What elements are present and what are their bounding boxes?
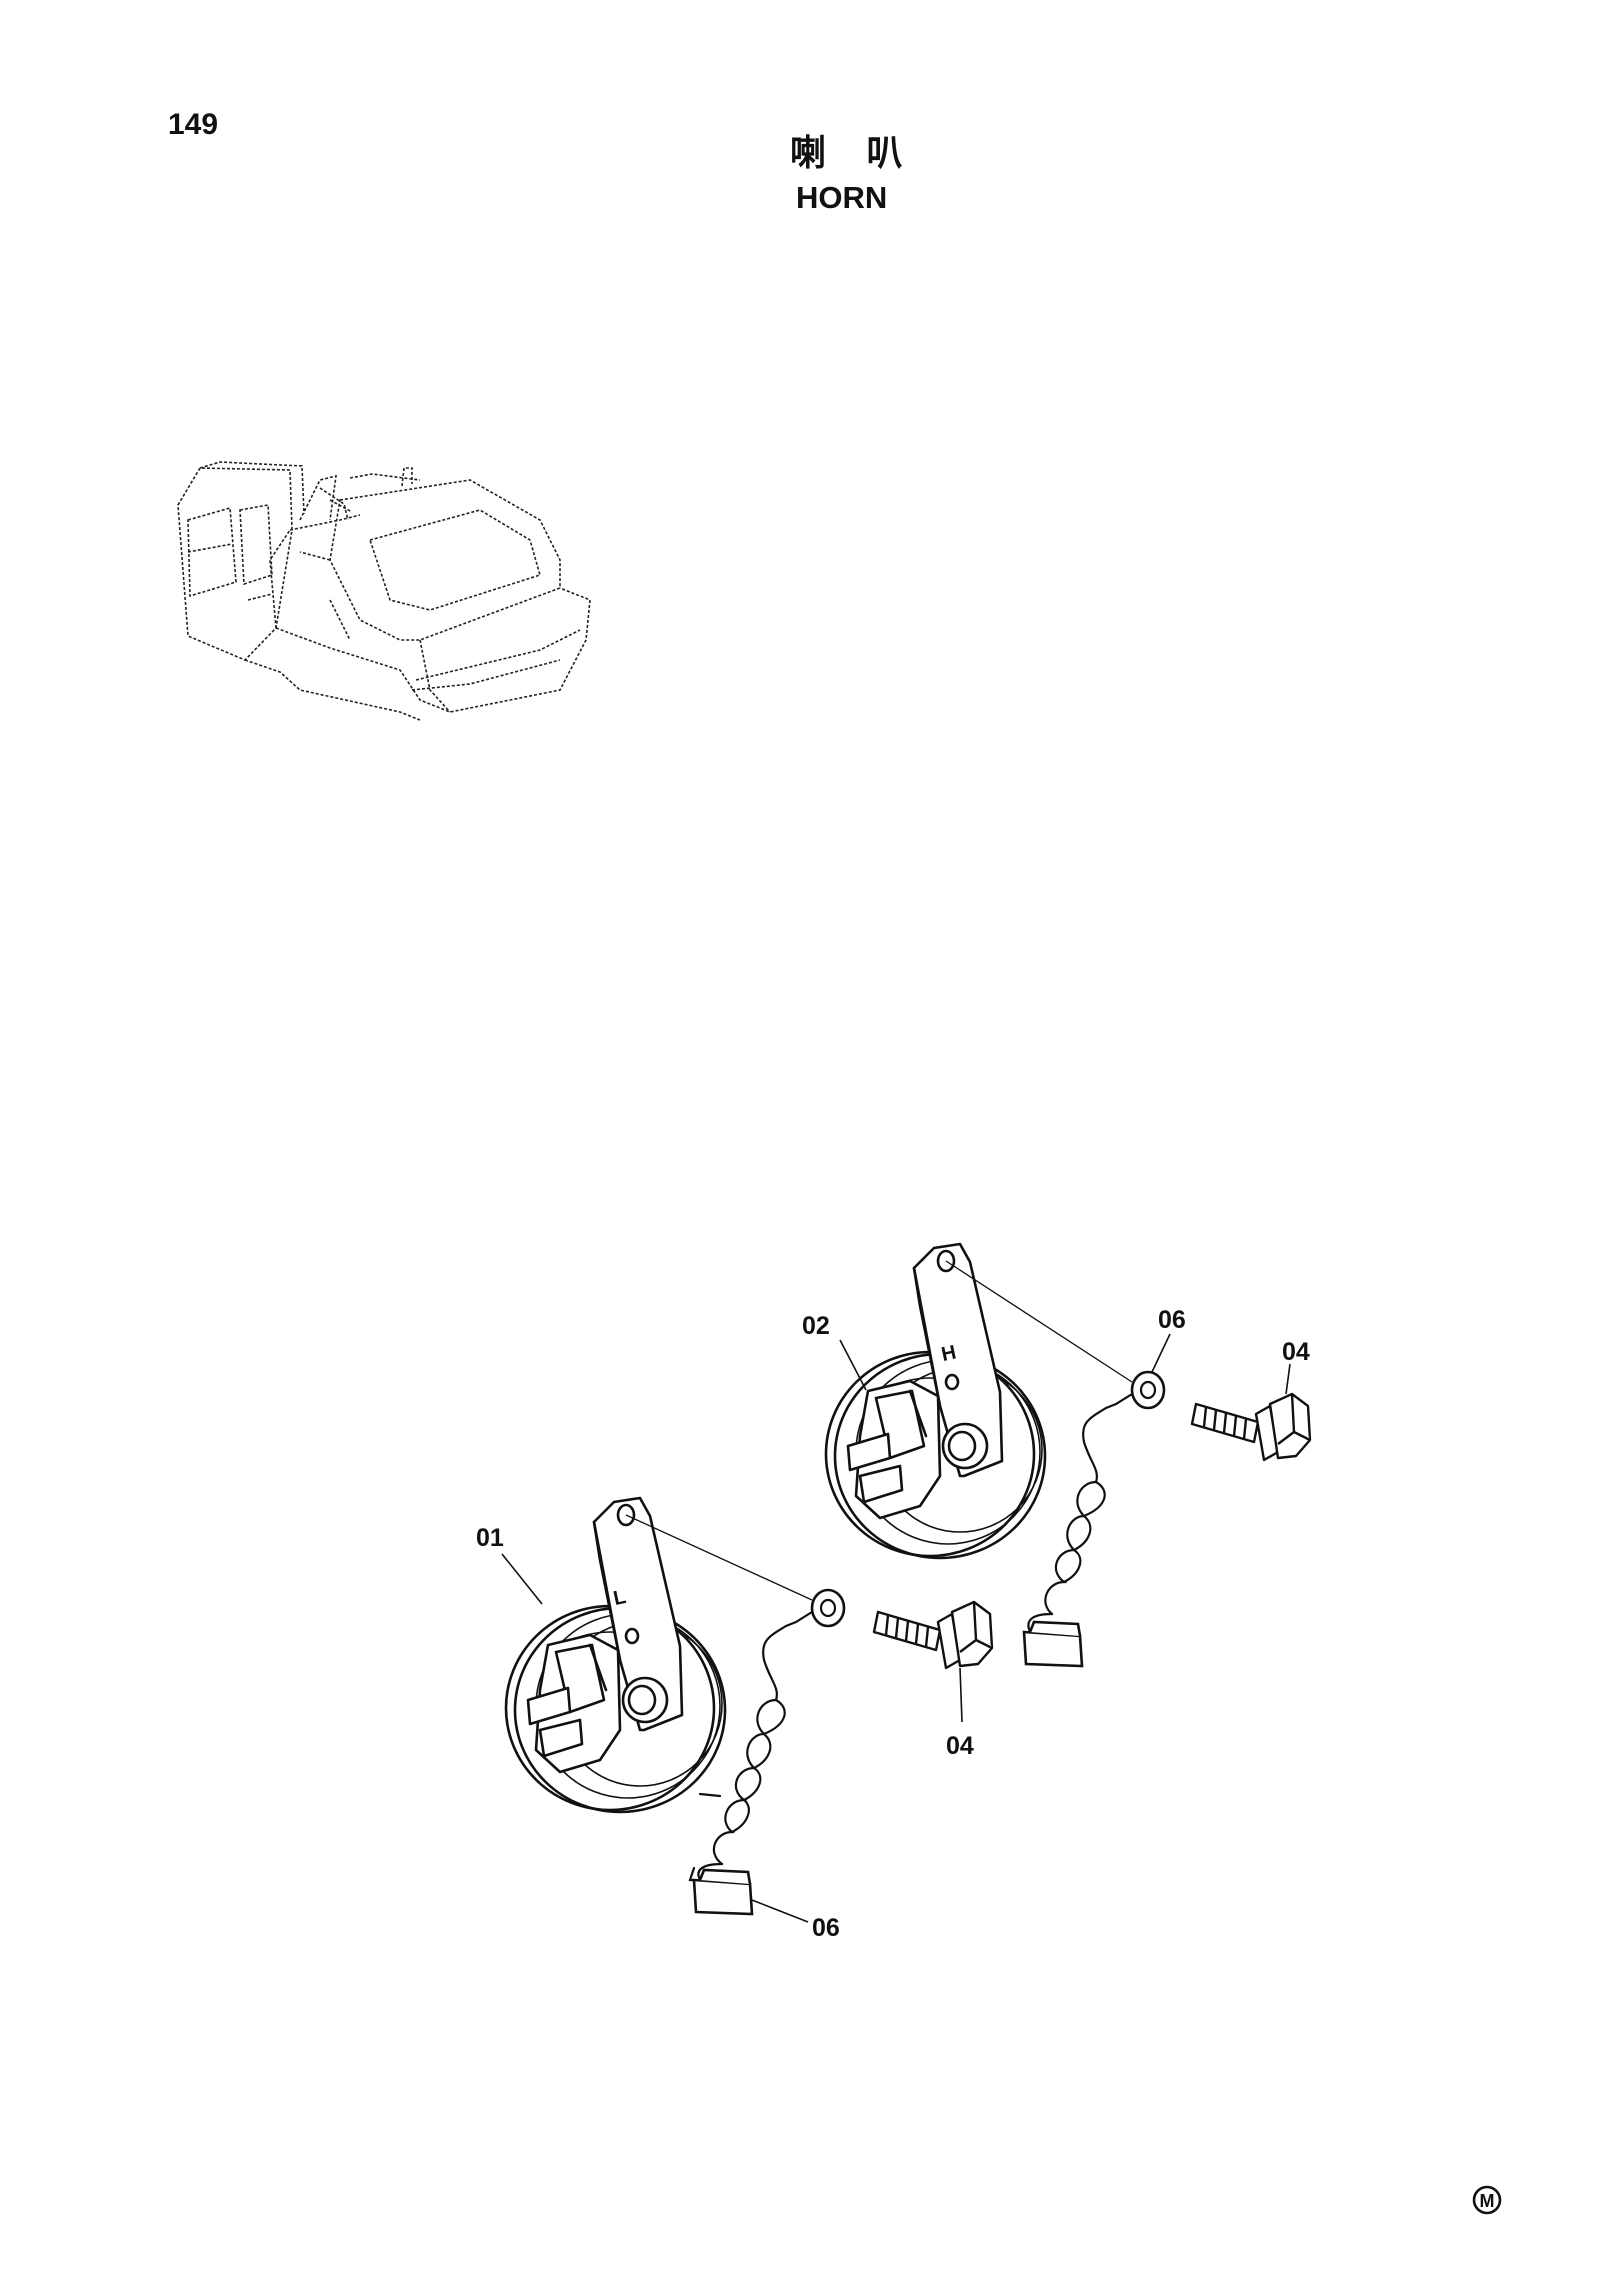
page-title-english: HORN — [796, 180, 888, 215]
bolt-high — [1190, 1392, 1312, 1462]
callout-bolt-low: 04 — [946, 1732, 974, 1760]
callout-bolt-high: 04 — [1282, 1338, 1310, 1366]
horn-low-marking: L — [611, 1586, 628, 1610]
callout-harness-low: 06 — [812, 1914, 840, 1942]
footer-stamp-letter: M — [1480, 2191, 1495, 2211]
callout-harness-high: 06 — [1158, 1306, 1186, 1334]
harness-high — [1022, 1370, 1166, 1668]
leader-lines — [501, 1333, 1291, 1923]
horn-high — [824, 1242, 1047, 1560]
harness-low — [688, 1588, 846, 1916]
page-title-chinese: 喇 叭 — [790, 133, 917, 174]
assembly-center-lines — [625, 1260, 1133, 1601]
bolt-low — [872, 1600, 994, 1670]
page-number: 149 — [168, 108, 219, 141]
machine-locator-illustration — [177, 461, 591, 721]
callout-horn-low: 01 — [476, 1524, 504, 1552]
horn-high-marking: H — [939, 1342, 958, 1367]
callout-horn-high: 02 — [802, 1312, 830, 1340]
footer-stamp: M — [1472, 2185, 1502, 2215]
horn-low — [504, 1496, 727, 1814]
